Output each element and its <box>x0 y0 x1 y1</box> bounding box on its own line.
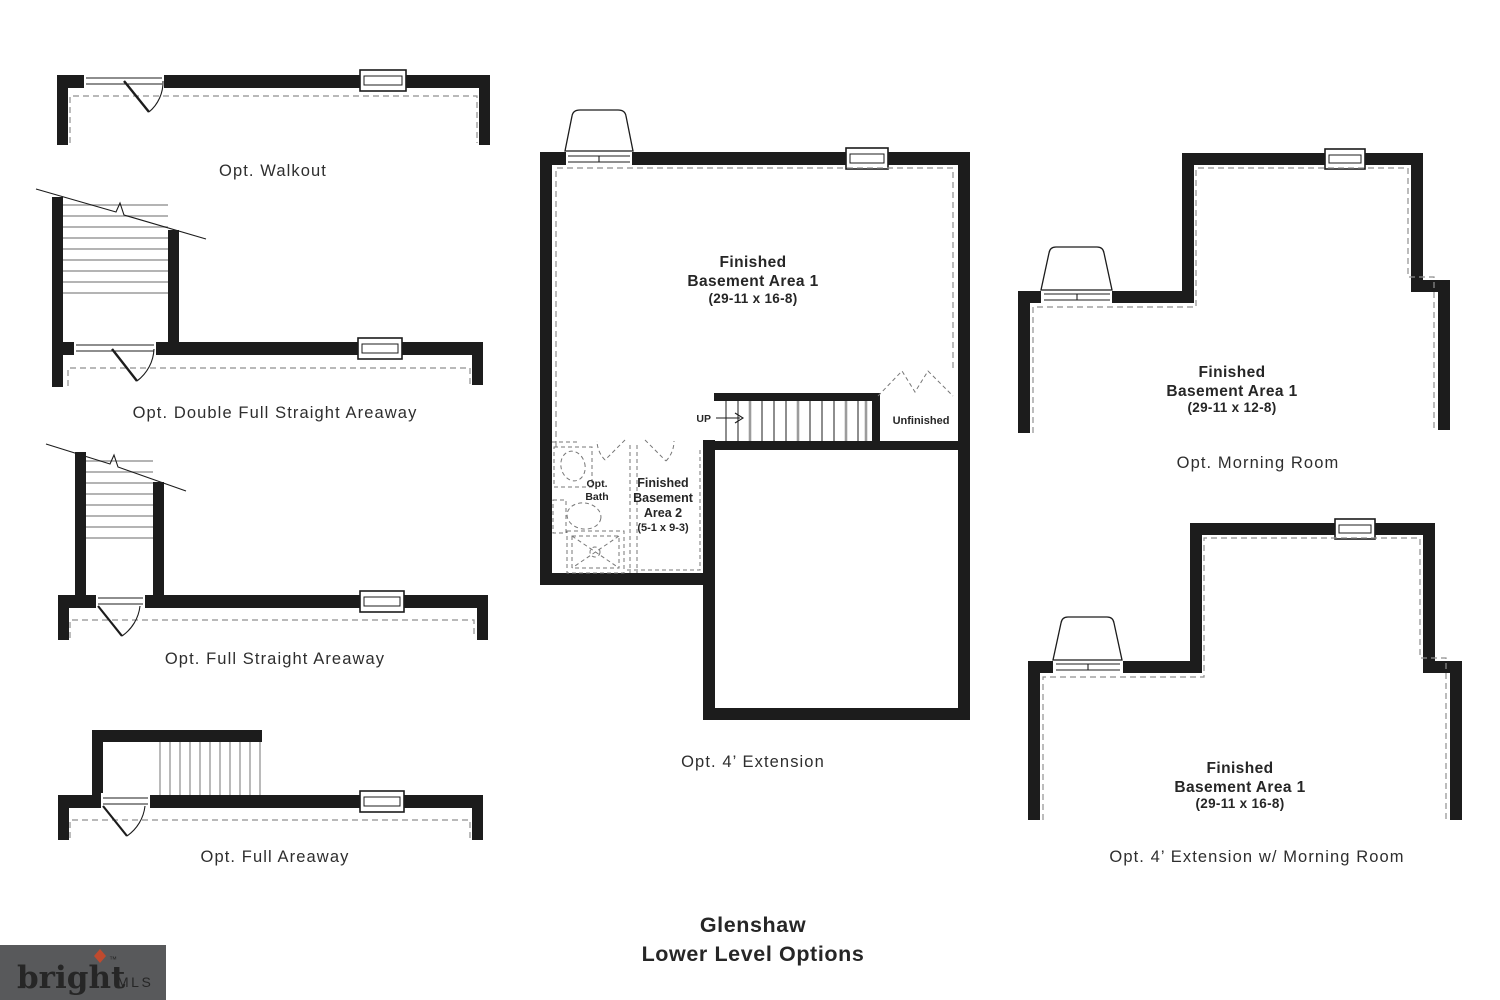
break-line-zigzag <box>877 370 954 397</box>
morning-window-icon <box>1324 148 1366 170</box>
ext-morning-area1-dims: (29-11 x 16-8) <box>1195 796 1284 811</box>
walkout-label: Opt. Walkout <box>219 162 327 180</box>
logo-brand-text: bright <box>17 960 126 996</box>
full-areaway-stairs-icon <box>159 742 261 795</box>
bulkhead-icon <box>564 109 634 163</box>
logo-tm: ™ <box>109 955 117 964</box>
ext-morning-label: Opt. 4’ Extension w/ Morning Room <box>1109 848 1404 866</box>
double-full-walls <box>52 197 483 387</box>
up-arrow-icon <box>716 412 745 424</box>
plan-double-full-areaway: Opt. Double Full Straight Areaway <box>35 188 483 422</box>
ext-morning-area1-line2: Basement Area 1 <box>1174 779 1305 796</box>
full-straight-walls <box>58 452 488 640</box>
ext-morning-interior-dashed <box>1042 537 1447 820</box>
logo-diamond-icon <box>94 949 106 963</box>
stair-cut-line <box>45 443 187 492</box>
morning-label: Opt. Morning Room <box>1177 454 1340 472</box>
plan-full-areaway: Opt. Full Areaway <box>58 730 483 866</box>
opt-bath-line2: Bath <box>585 491 608 503</box>
double-full-label: Opt. Double Full Straight Areaway <box>133 404 418 422</box>
unfinished-label: Unfinished <box>893 415 950 427</box>
area1-dims: (29-11 x 16-8) <box>708 291 797 306</box>
sink-icon <box>560 450 586 482</box>
page-title-line2: Lower Level Options <box>642 942 865 966</box>
opt-bath-line1: Opt. <box>587 478 608 490</box>
shower-icon <box>566 530 625 574</box>
logo-mls-text: MLS <box>117 974 153 990</box>
full-straight-interior-dashed <box>69 619 475 638</box>
morning-area1-line1: Finished <box>1199 364 1266 381</box>
area2-name-line3: Area 2 <box>644 506 682 520</box>
full-straight-door-opening <box>96 593 145 610</box>
full-areaway-window-icon <box>359 790 405 813</box>
bright-mls-logo: bright ™ MLS <box>0 945 166 1000</box>
ext-morning-bulkhead-icon <box>1052 616 1123 671</box>
area2-dashed-boundary <box>625 450 701 571</box>
full-straight-stairs-icon <box>45 443 187 539</box>
full-straight-label: Opt. Full Straight Areaway <box>165 650 385 668</box>
morning-interior-dashed <box>1032 167 1435 433</box>
morning-bulkhead-icon <box>1040 246 1113 301</box>
morning-area1-line2: Basement Area 1 <box>1166 383 1297 400</box>
full-areaway-door-icon <box>102 797 148 837</box>
plan-walkout: Opt. Walkout <box>57 69 490 180</box>
extension-label: Opt. 4’ Extension <box>681 753 825 771</box>
area2-name-line2: Basement <box>633 491 694 505</box>
walkout-window-icon <box>359 69 407 92</box>
bath-door-icon <box>596 439 626 461</box>
area2-name-line1: Finished <box>637 476 688 490</box>
full-straight-window-icon <box>359 590 405 613</box>
opt-bath-area <box>552 439 701 574</box>
page-title-line1: Glenshaw <box>700 913 806 937</box>
double-full-window-icon <box>357 337 403 360</box>
ext-morning-window-icon <box>1334 518 1376 540</box>
extension-stairs-icon <box>725 401 868 441</box>
area2-door-icon <box>644 439 675 462</box>
full-areaway-label: Opt. Full Areaway <box>201 848 350 866</box>
sheet-title: Glenshaw Lower Level Options <box>642 913 865 966</box>
toilet-icon <box>552 499 602 534</box>
plan-extension-morning-room: Finished Basement Area 1 (29-11 x 16-8) … <box>1028 518 1462 866</box>
area2-dims: (5-1 x 9-3) <box>637 522 689 534</box>
area1-name-line1: Finished <box>720 254 787 271</box>
plan-extension: UP Unfinished <box>540 109 970 771</box>
walkout-interior-dashed <box>69 95 478 143</box>
plan-morning-room: Finished Basement Area 1 (29-11 x 12-8) … <box>1018 148 1450 472</box>
extension-window-icon <box>845 147 889 170</box>
full-straight-door-icon <box>97 597 143 637</box>
area1-name-line2: Basement Area 1 <box>687 273 818 290</box>
double-full-stairs-icon <box>35 188 207 294</box>
extension-walls <box>540 152 970 720</box>
walkout-door-icon <box>86 77 164 113</box>
logo-background <box>0 945 166 1000</box>
sink-counter-icon <box>553 446 593 488</box>
double-full-door-opening <box>74 340 156 357</box>
plan-full-straight-areaway: Opt. Full Straight Areaway <box>45 443 488 668</box>
double-full-door-icon <box>76 344 155 382</box>
up-label: UP <box>696 413 711 425</box>
full-areaway-interior-dashed <box>69 819 471 838</box>
morning-area1-dims: (29-11 x 12-8) <box>1187 400 1276 415</box>
ext-morning-area1-line1: Finished <box>1207 760 1274 777</box>
extension-interior-dashed <box>555 167 954 447</box>
full-areaway-walls <box>58 730 483 840</box>
stair-cut-line <box>35 188 207 240</box>
full-areaway-door-opening <box>101 793 150 810</box>
